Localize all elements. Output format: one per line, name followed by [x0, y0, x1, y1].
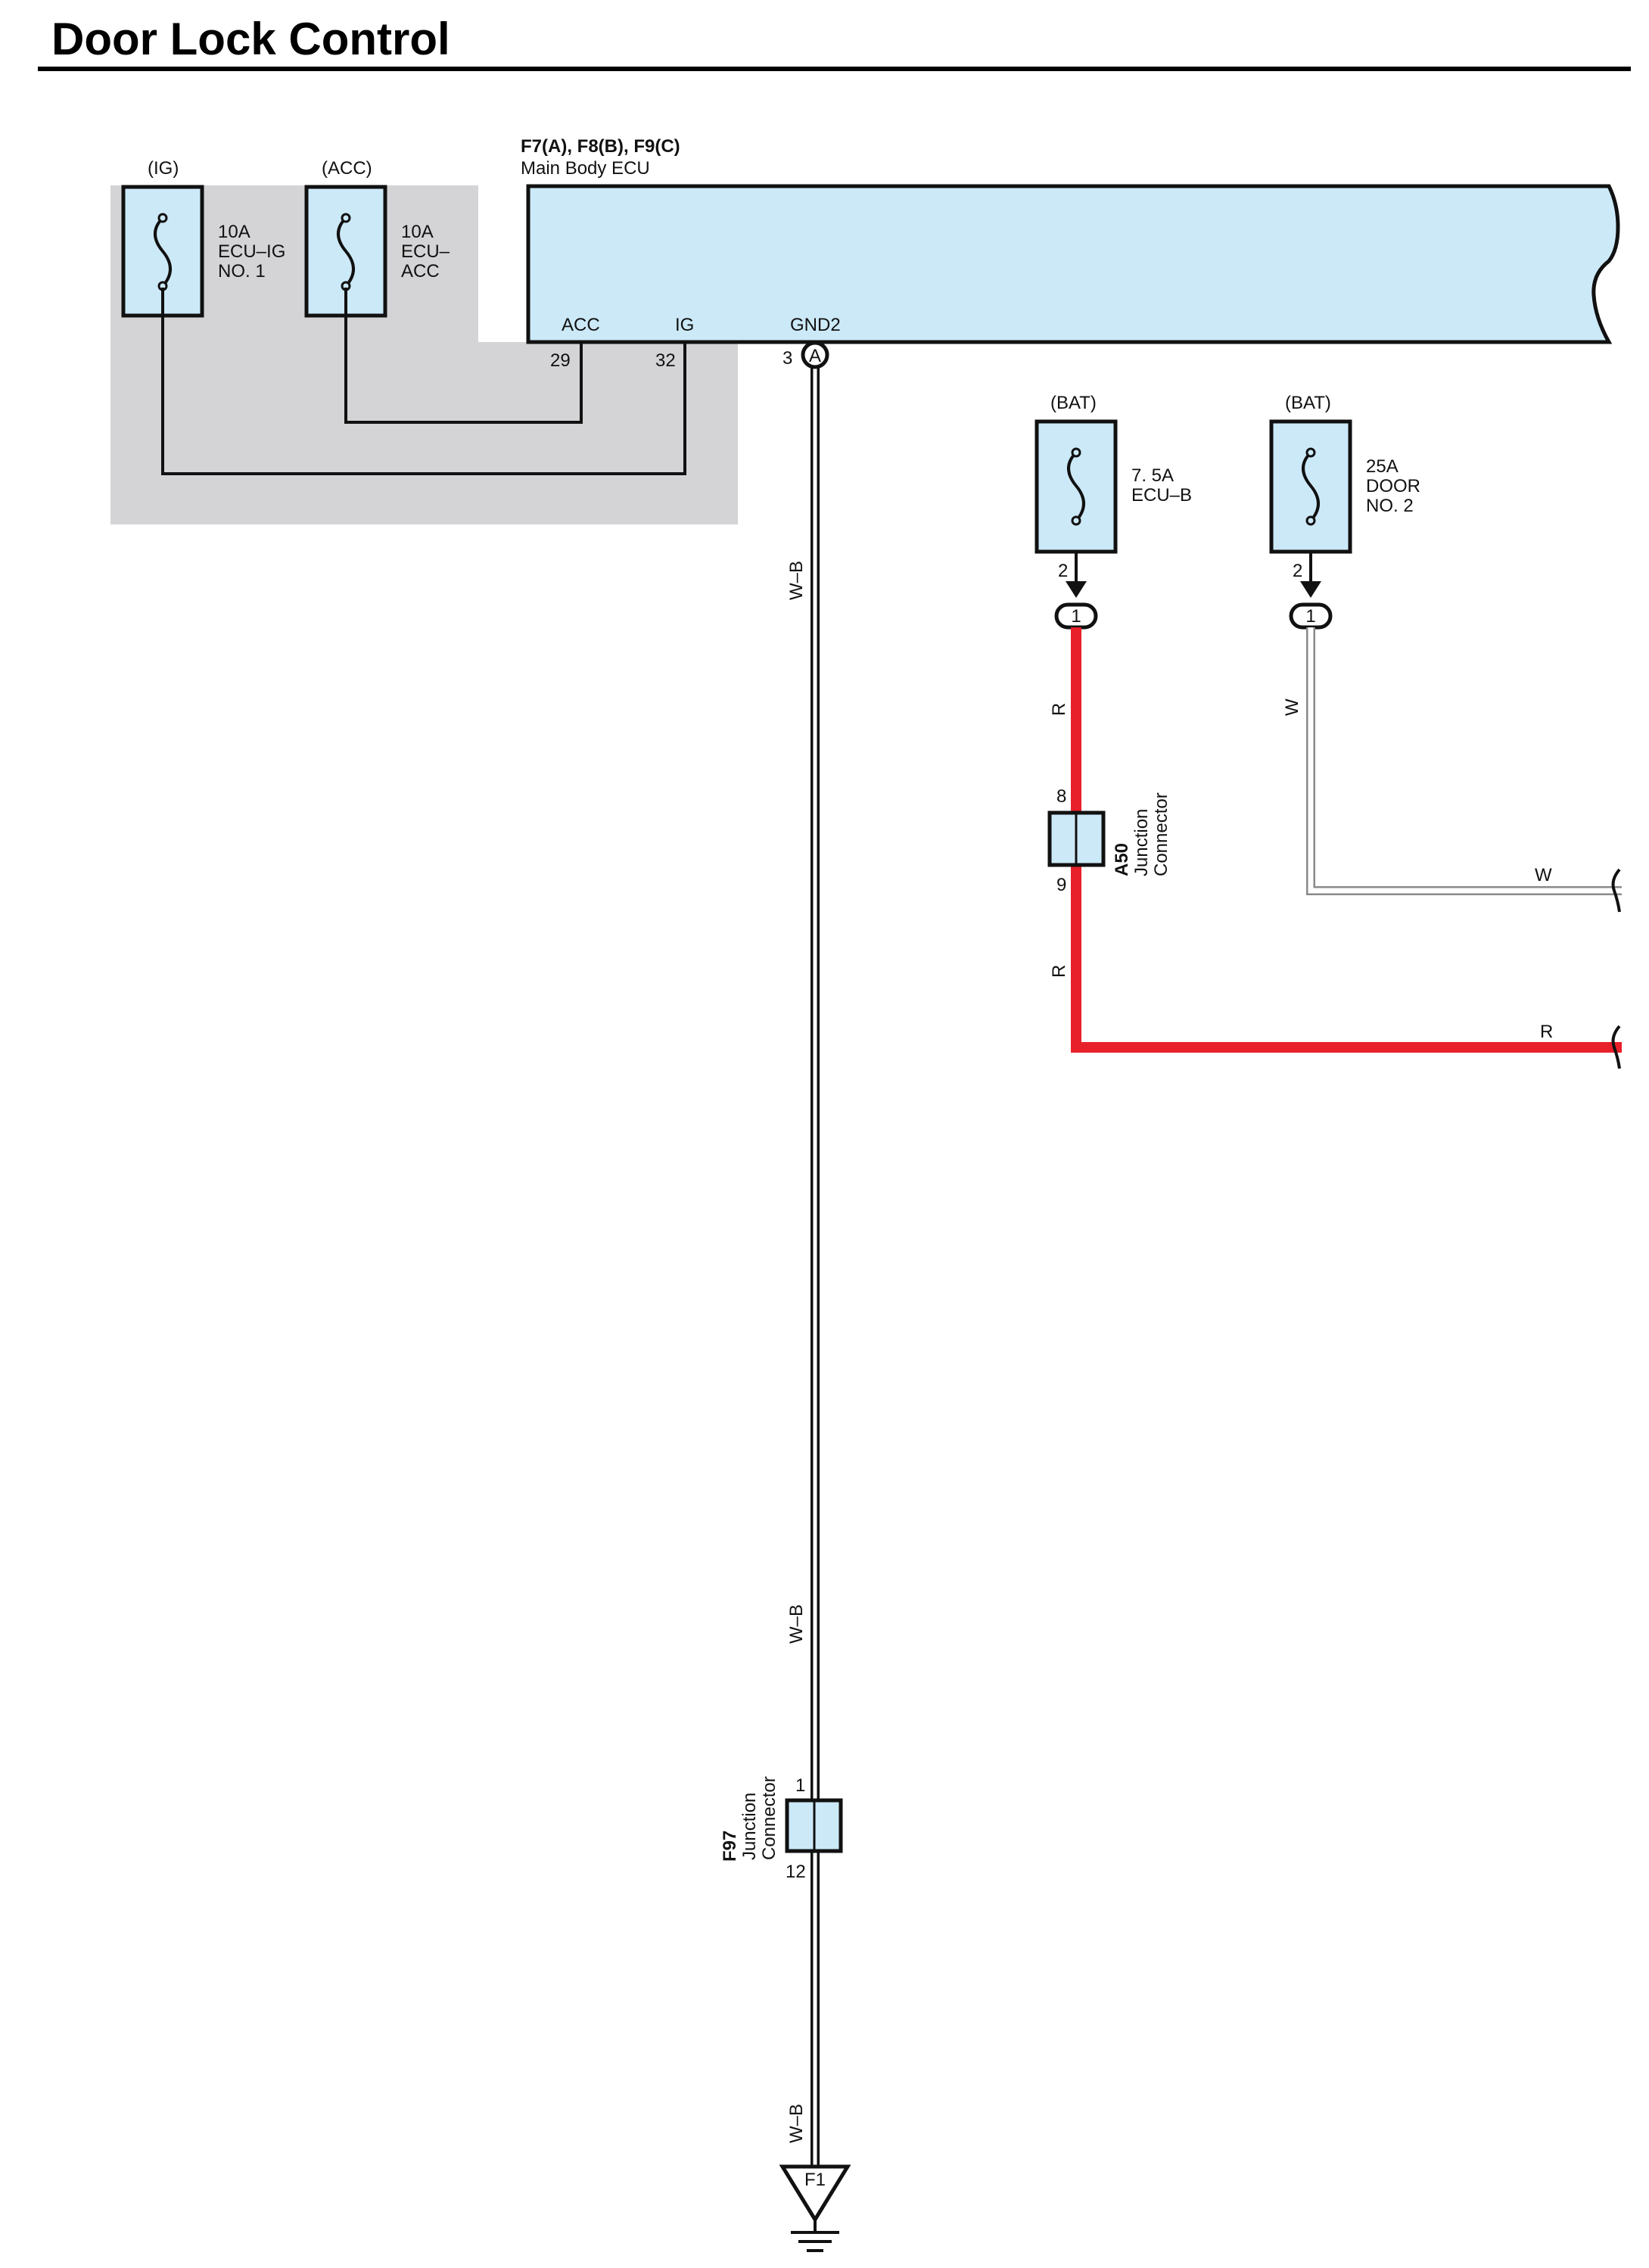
fuse-source: (BAT): [1285, 393, 1331, 413]
fuse-name-line1: ECU–IG: [218, 241, 285, 262]
ground-f1: F1: [779, 2164, 851, 2252]
fuse-name-line2: NO. 1: [218, 261, 266, 282]
wire-continuation-icon: [1611, 868, 1621, 913]
fuse-terminal-icon: [157, 213, 168, 223]
ground-triangle-icon: [779, 2164, 851, 2223]
ig-acc-shaded-area: [110, 185, 738, 524]
fuse-source: (ACC): [322, 158, 372, 179]
junction-id: A50: [1112, 843, 1132, 876]
junction-pin-in: 8: [1056, 786, 1066, 807]
title-underline: [38, 67, 1631, 71]
connector-pin: 1: [1305, 606, 1315, 627]
wire-color-wb: W–B: [786, 1604, 807, 1644]
ig-wire: [161, 288, 686, 475]
ecu-name: Main Body ECU: [521, 158, 650, 179]
fuse-icon: [154, 216, 172, 288]
wire-color-r: R: [1049, 703, 1069, 716]
fuse-pin: 2: [1058, 561, 1068, 581]
w-wire-inner: [1308, 627, 1622, 894]
fuse-rating: 10A: [401, 222, 434, 242]
junction-connector-f97: 1 12 F97 Junction Connector: [720, 1775, 843, 1882]
connector-arrow-icon: [1066, 581, 1087, 598]
fuse-terminal-icon: [1305, 515, 1316, 526]
junction-connector-a50: 8 9 A50 Junction Connector: [1047, 786, 1171, 895]
ecu-box: [526, 184, 1620, 344]
fuse-rating: 7. 5A: [1131, 465, 1174, 486]
fuse-name-line1: DOOR: [1366, 476, 1420, 496]
ecu-pin-3: 3: [782, 348, 792, 369]
red-wire-r: R R R: [1049, 627, 1622, 1069]
wire-color-w: W: [1282, 698, 1302, 716]
ig-acc-wires: [161, 288, 686, 475]
junction-name-line2: Connector: [1151, 792, 1171, 876]
connector-a-icon: [801, 341, 829, 369]
fuse-terminal-icon: [341, 213, 351, 223]
junction-pin-out: 12: [786, 1862, 806, 1882]
fuse-name-line1: ECU–: [401, 241, 450, 262]
junction-id: F97: [720, 1831, 740, 1862]
junction-name-line1: Junction: [739, 1793, 760, 1860]
junction-name-line1: Junction: [1131, 809, 1152, 876]
fuse-ecu-b: (BAT) 7. 5A ECU–B 2 1: [1035, 393, 1192, 630]
fuse-name-line1: ECU–B: [1131, 485, 1192, 506]
wire-continuation-icon: [1611, 1025, 1621, 1069]
fuse-rating: 10A: [218, 222, 250, 242]
fuse-pin: 2: [1293, 561, 1302, 581]
wire-color-wb: W–B: [786, 2104, 807, 2143]
acc-wire: [344, 288, 583, 424]
fuse-terminal-icon: [1071, 515, 1081, 526]
w-wire-outer: [1306, 627, 1622, 895]
fuse-box: [1035, 419, 1118, 554]
wire-color-r: R: [1540, 1022, 1553, 1042]
wire-color-w: W: [1535, 865, 1552, 885]
connector-arrow-icon: [1300, 581, 1321, 598]
page-title: Door Lock Control: [51, 14, 450, 64]
fuse-terminal-icon: [1071, 447, 1081, 458]
fuse-name-line2: NO. 2: [1366, 496, 1414, 516]
ecu-pin-acc: ACC: [562, 315, 600, 335]
ground-label: F1: [804, 2170, 826, 2190]
connector-a-label: A: [809, 346, 821, 366]
fuse-source: (BAT): [1050, 393, 1097, 413]
red-wire-path: [1071, 627, 1622, 1053]
junction-pin-in: 1: [795, 1775, 805, 1796]
fuse-icon: [1067, 451, 1085, 522]
white-wire-w: W W: [1282, 627, 1622, 913]
fuse-terminal-icon: [1305, 447, 1316, 458]
ecu-pin-gnd2: GND2: [790, 315, 841, 335]
ecu-pin-32: 32: [655, 350, 676, 371]
junction-pin-out: 9: [1056, 875, 1066, 895]
junction-name-line2: Connector: [759, 1776, 779, 1860]
fuse-door-no2: (BAT) 25A DOOR NO. 2 2 1: [1269, 393, 1420, 630]
fuse-source: (IG): [148, 158, 179, 179]
fuse-name-line2: ACC: [401, 261, 440, 282]
fuse-rating: 25A: [1366, 456, 1399, 477]
main-body-ecu: F7(A), F8(B), F9(C) Main Body ECU ACC IG…: [521, 136, 1620, 371]
wire-color-wb: W–B: [786, 561, 807, 600]
wire-color-r: R: [1049, 965, 1069, 978]
fuse-icon: [1302, 451, 1320, 522]
ecu-pin-29: 29: [550, 350, 571, 371]
fuse-icon: [337, 216, 355, 288]
connector-pin: 1: [1071, 606, 1081, 627]
ecu-ref: F7(A), F8(B), F9(C): [521, 136, 680, 157]
gnd2-wire: A W–B W–B W–B: [786, 341, 829, 2183]
ecu-pin-ig: IG: [675, 315, 694, 335]
